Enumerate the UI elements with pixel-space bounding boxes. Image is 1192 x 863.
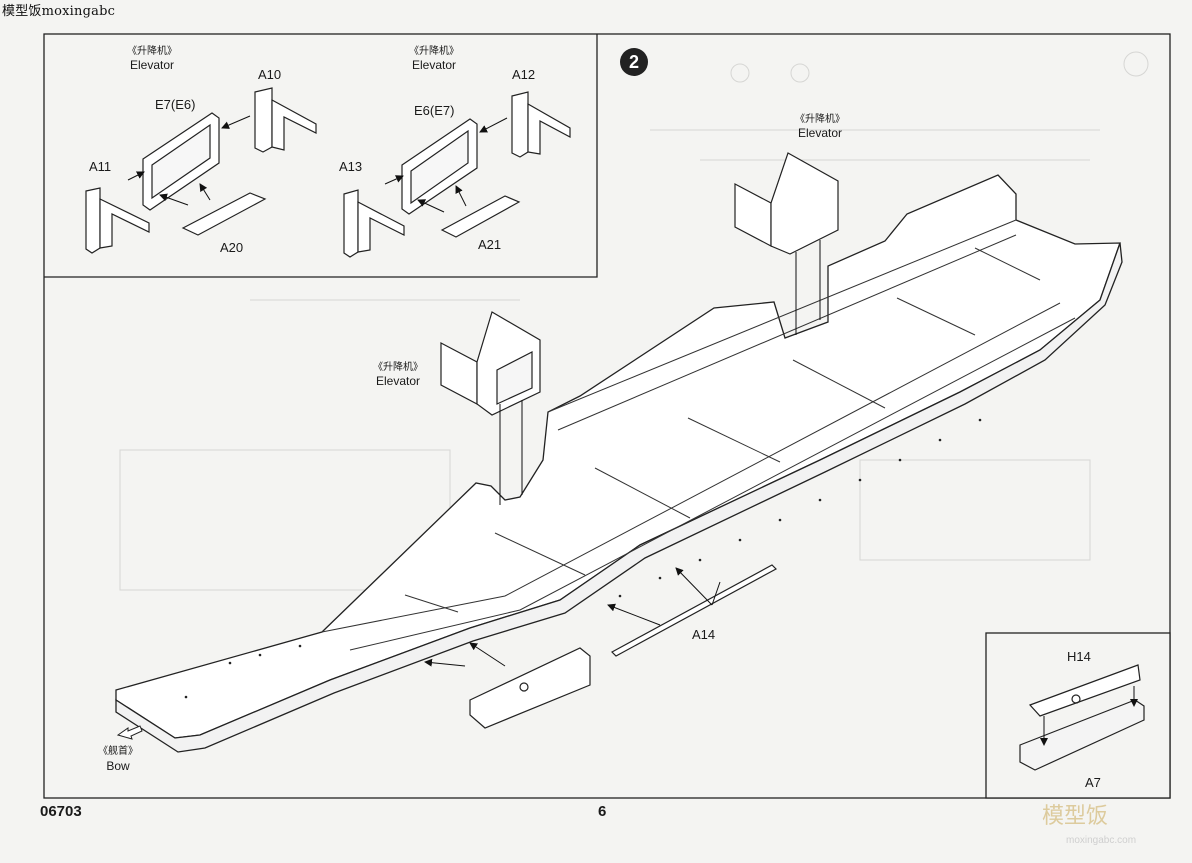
main-elevator1-cn: 《升降机》	[373, 362, 423, 373]
label-e7e6: E7(E6)	[155, 97, 196, 112]
label-a13: A13	[339, 159, 363, 174]
bow-en: Bow	[106, 759, 130, 773]
label-a10: A10	[258, 67, 282, 82]
main-elevator2-en: Elevator	[797, 126, 843, 140]
inset-right-parts	[343, 91, 571, 258]
bow-arrow-icon	[116, 725, 143, 740]
main-elevator-2	[734, 152, 839, 255]
inset-left-elevator-cn: 《升降机》	[127, 46, 177, 57]
bow-lower-part	[469, 647, 591, 729]
watermark-logo: 模型饭	[1042, 804, 1109, 829]
bow-cn: 《舰首》	[98, 746, 138, 757]
inset-right-elevator-cn: 《升降机》	[409, 46, 459, 57]
label-a14: A14	[692, 627, 716, 642]
label-h14: H14	[1067, 649, 1091, 664]
main-frame	[43, 33, 1171, 799]
inset-left-parts	[85, 87, 317, 254]
hull	[115, 174, 1123, 753]
ghost-print	[119, 51, 1149, 591]
label-a21: A21	[478, 237, 502, 252]
inset-left-elevator-en: Elevator	[129, 58, 175, 72]
product-code: 06703	[40, 803, 82, 820]
watermark-url: moxingabc.com	[1066, 835, 1137, 846]
main-elevator-1	[440, 311, 541, 416]
label-a12: A12	[512, 67, 536, 82]
label-a7: A7	[1085, 775, 1101, 790]
detail-parts	[1019, 664, 1145, 771]
page-number: 6	[598, 803, 607, 820]
hull-portholes	[184, 418, 982, 699]
label-a20: A20	[220, 240, 244, 255]
deck-lines	[321, 219, 1076, 651]
label-a11: A11	[89, 159, 112, 174]
label-e6e7: E6(E7)	[414, 103, 455, 118]
step-number-badge: 2	[620, 48, 648, 76]
inset-frame	[44, 34, 598, 278]
main-elevator2-cn: 《升降机》	[795, 114, 845, 125]
inset-right-elevator-en: Elevator	[411, 58, 457, 72]
part-a14	[611, 564, 777, 657]
main-elevator1-en: Elevator	[375, 374, 421, 388]
header-watermark: 模型饭moxingabc	[2, 4, 116, 19]
